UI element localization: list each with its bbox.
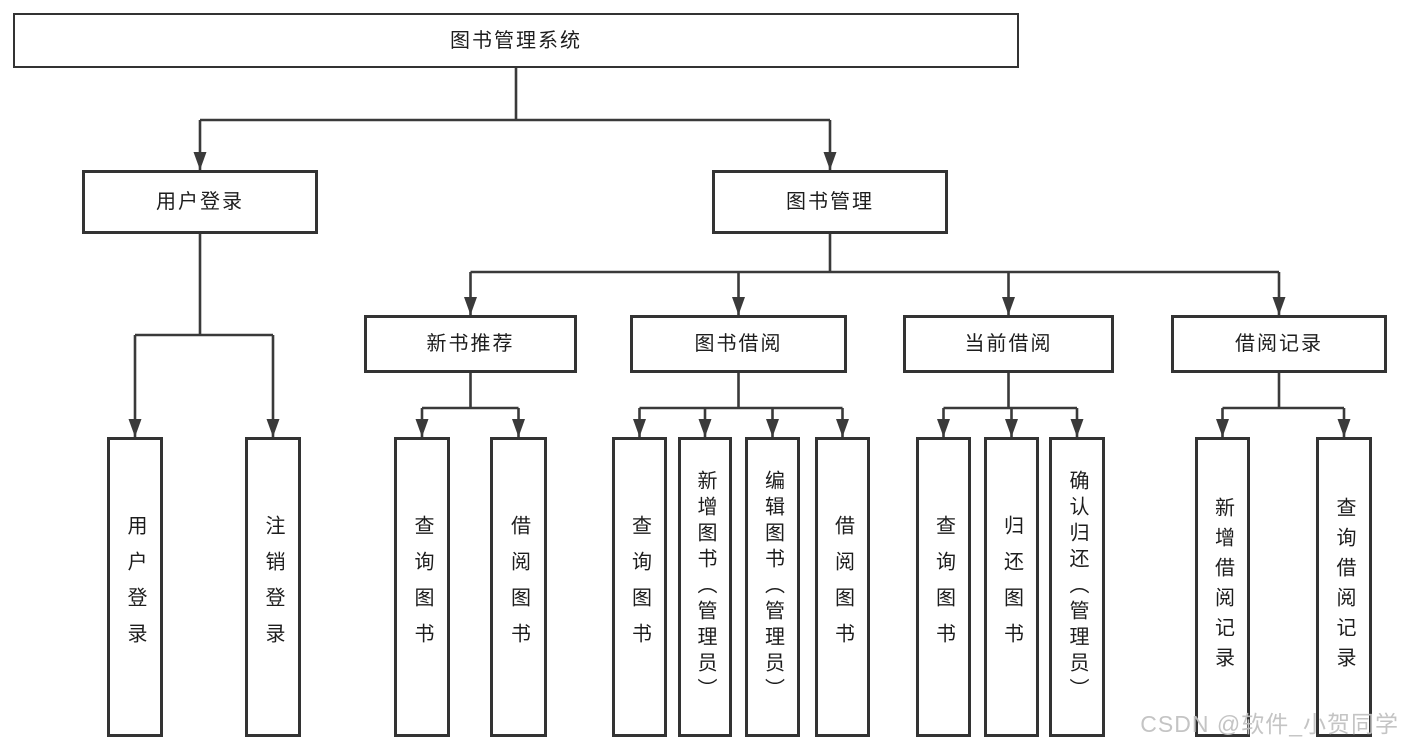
leaf-confirm-return-admin-label: 确认归还（管理员） bbox=[1066, 470, 1088, 704]
leaf-user-login: 用户登录 bbox=[107, 437, 163, 737]
node-user-login-label: 用户登录 bbox=[156, 191, 244, 213]
leaf-borrow-books-recommend-label: 借阅图书 bbox=[507, 515, 530, 659]
leaf-query-books-current-label: 查询图书 bbox=[932, 515, 955, 659]
node-current-borrowing: 当前借阅 bbox=[903, 315, 1114, 373]
watermark-text: CSDN @软件_小贺同学 bbox=[1140, 711, 1399, 737]
node-book-management: 图书管理 bbox=[712, 170, 948, 234]
leaf-edit-books-admin: 编辑图书（管理员） bbox=[745, 437, 800, 737]
node-user-login: 用户登录 bbox=[82, 170, 318, 234]
leaf-query-books-recommend: 查询图书 bbox=[394, 437, 450, 737]
leaf-logout-label: 注销登录 bbox=[262, 515, 284, 659]
leaf-return-books: 归还图书 bbox=[984, 437, 1039, 737]
leaf-query-borrow-record-label: 查询借阅记录 bbox=[1333, 497, 1355, 677]
leaf-logout: 注销登录 bbox=[245, 437, 301, 737]
node-root-system: 图书管理系统 bbox=[13, 13, 1019, 68]
node-book-borrowing: 图书借阅 bbox=[630, 315, 847, 373]
leaf-query-borrow-record: 查询借阅记录 bbox=[1316, 437, 1372, 737]
leaf-add-books-admin-label: 新增图书（管理员） bbox=[694, 470, 716, 704]
leaf-user-login-label: 用户登录 bbox=[124, 515, 146, 659]
node-borrowing-records: 借阅记录 bbox=[1171, 315, 1387, 373]
leaf-query-books-borrow: 查询图书 bbox=[612, 437, 667, 737]
leaf-borrow-books: 借阅图书 bbox=[815, 437, 870, 737]
leaf-edit-books-admin-label: 编辑图书（管理员） bbox=[761, 470, 784, 704]
node-root-label: 图书管理系统 bbox=[450, 29, 582, 52]
leaf-query-books-recommend-label: 查询图书 bbox=[411, 515, 433, 659]
leaf-borrow-books-label: 借阅图书 bbox=[831, 515, 854, 659]
node-current-borrowing-label: 当前借阅 bbox=[964, 333, 1053, 355]
leaf-add-borrow-record: 新增借阅记录 bbox=[1195, 437, 1250, 737]
leaf-query-books-current: 查询图书 bbox=[916, 437, 971, 737]
leaf-add-books-admin: 新增图书（管理员） bbox=[678, 437, 732, 737]
node-book-borrowing-label: 图书借阅 bbox=[694, 333, 783, 355]
leaf-borrow-books-recommend: 借阅图书 bbox=[490, 437, 547, 737]
leaf-confirm-return-admin: 确认归还（管理员） bbox=[1049, 437, 1105, 737]
leaf-return-books-label: 归还图书 bbox=[1000, 515, 1023, 659]
leaf-add-borrow-record-label: 新增借阅记录 bbox=[1211, 497, 1234, 677]
node-new-book-recommend: 新书推荐 bbox=[364, 315, 577, 373]
leaf-query-books-borrow-label: 查询图书 bbox=[628, 515, 651, 659]
node-book-management-label: 图书管理 bbox=[786, 191, 874, 213]
node-borrowing-records-label: 借阅记录 bbox=[1235, 333, 1323, 355]
node-new-book-recommend-label: 新书推荐 bbox=[426, 333, 515, 355]
